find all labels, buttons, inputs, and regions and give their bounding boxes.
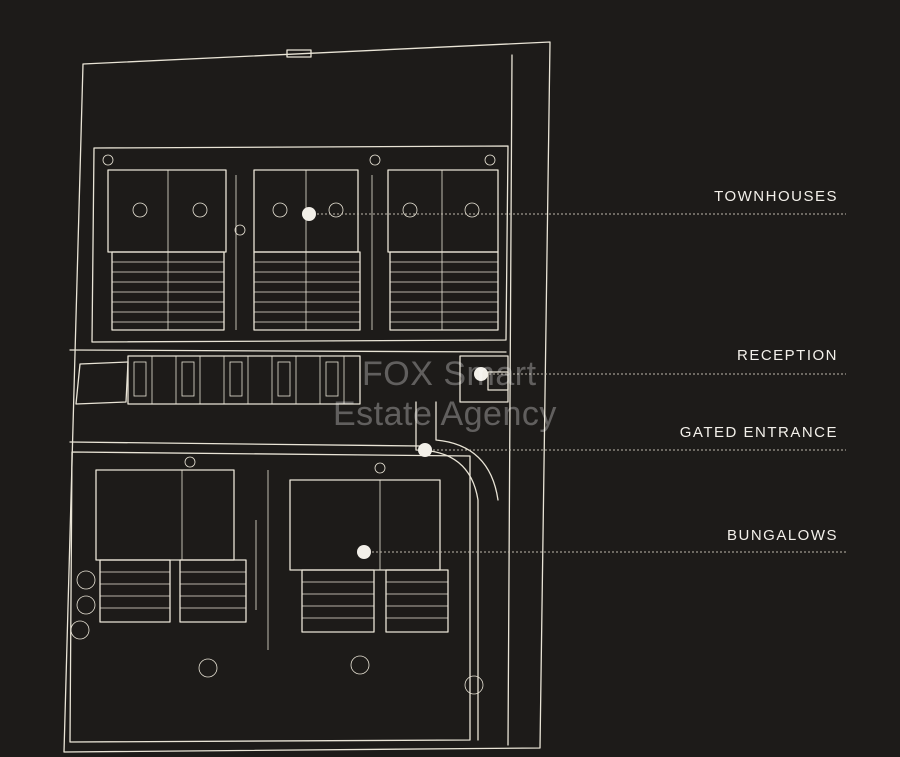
site-boundary <box>63 41 551 753</box>
townhouses-label: TOWNHOUSES <box>714 188 838 205</box>
bungalows-label: BUNGALOWS <box>726 527 838 544</box>
leader-lines <box>309 213 846 553</box>
reception-marker <box>474 367 488 381</box>
reception-label: RECEPTION <box>736 347 838 364</box>
reception-building <box>459 355 509 403</box>
parking-row <box>69 349 507 405</box>
gated-entrance-marker <box>418 443 432 457</box>
townhouses-marker <box>302 207 316 221</box>
gated-entrance-label: GATED ENTRANCE <box>679 424 838 441</box>
bungalows-marker <box>357 545 371 559</box>
bungalow-block <box>69 451 484 743</box>
townhouse-block <box>91 145 509 343</box>
